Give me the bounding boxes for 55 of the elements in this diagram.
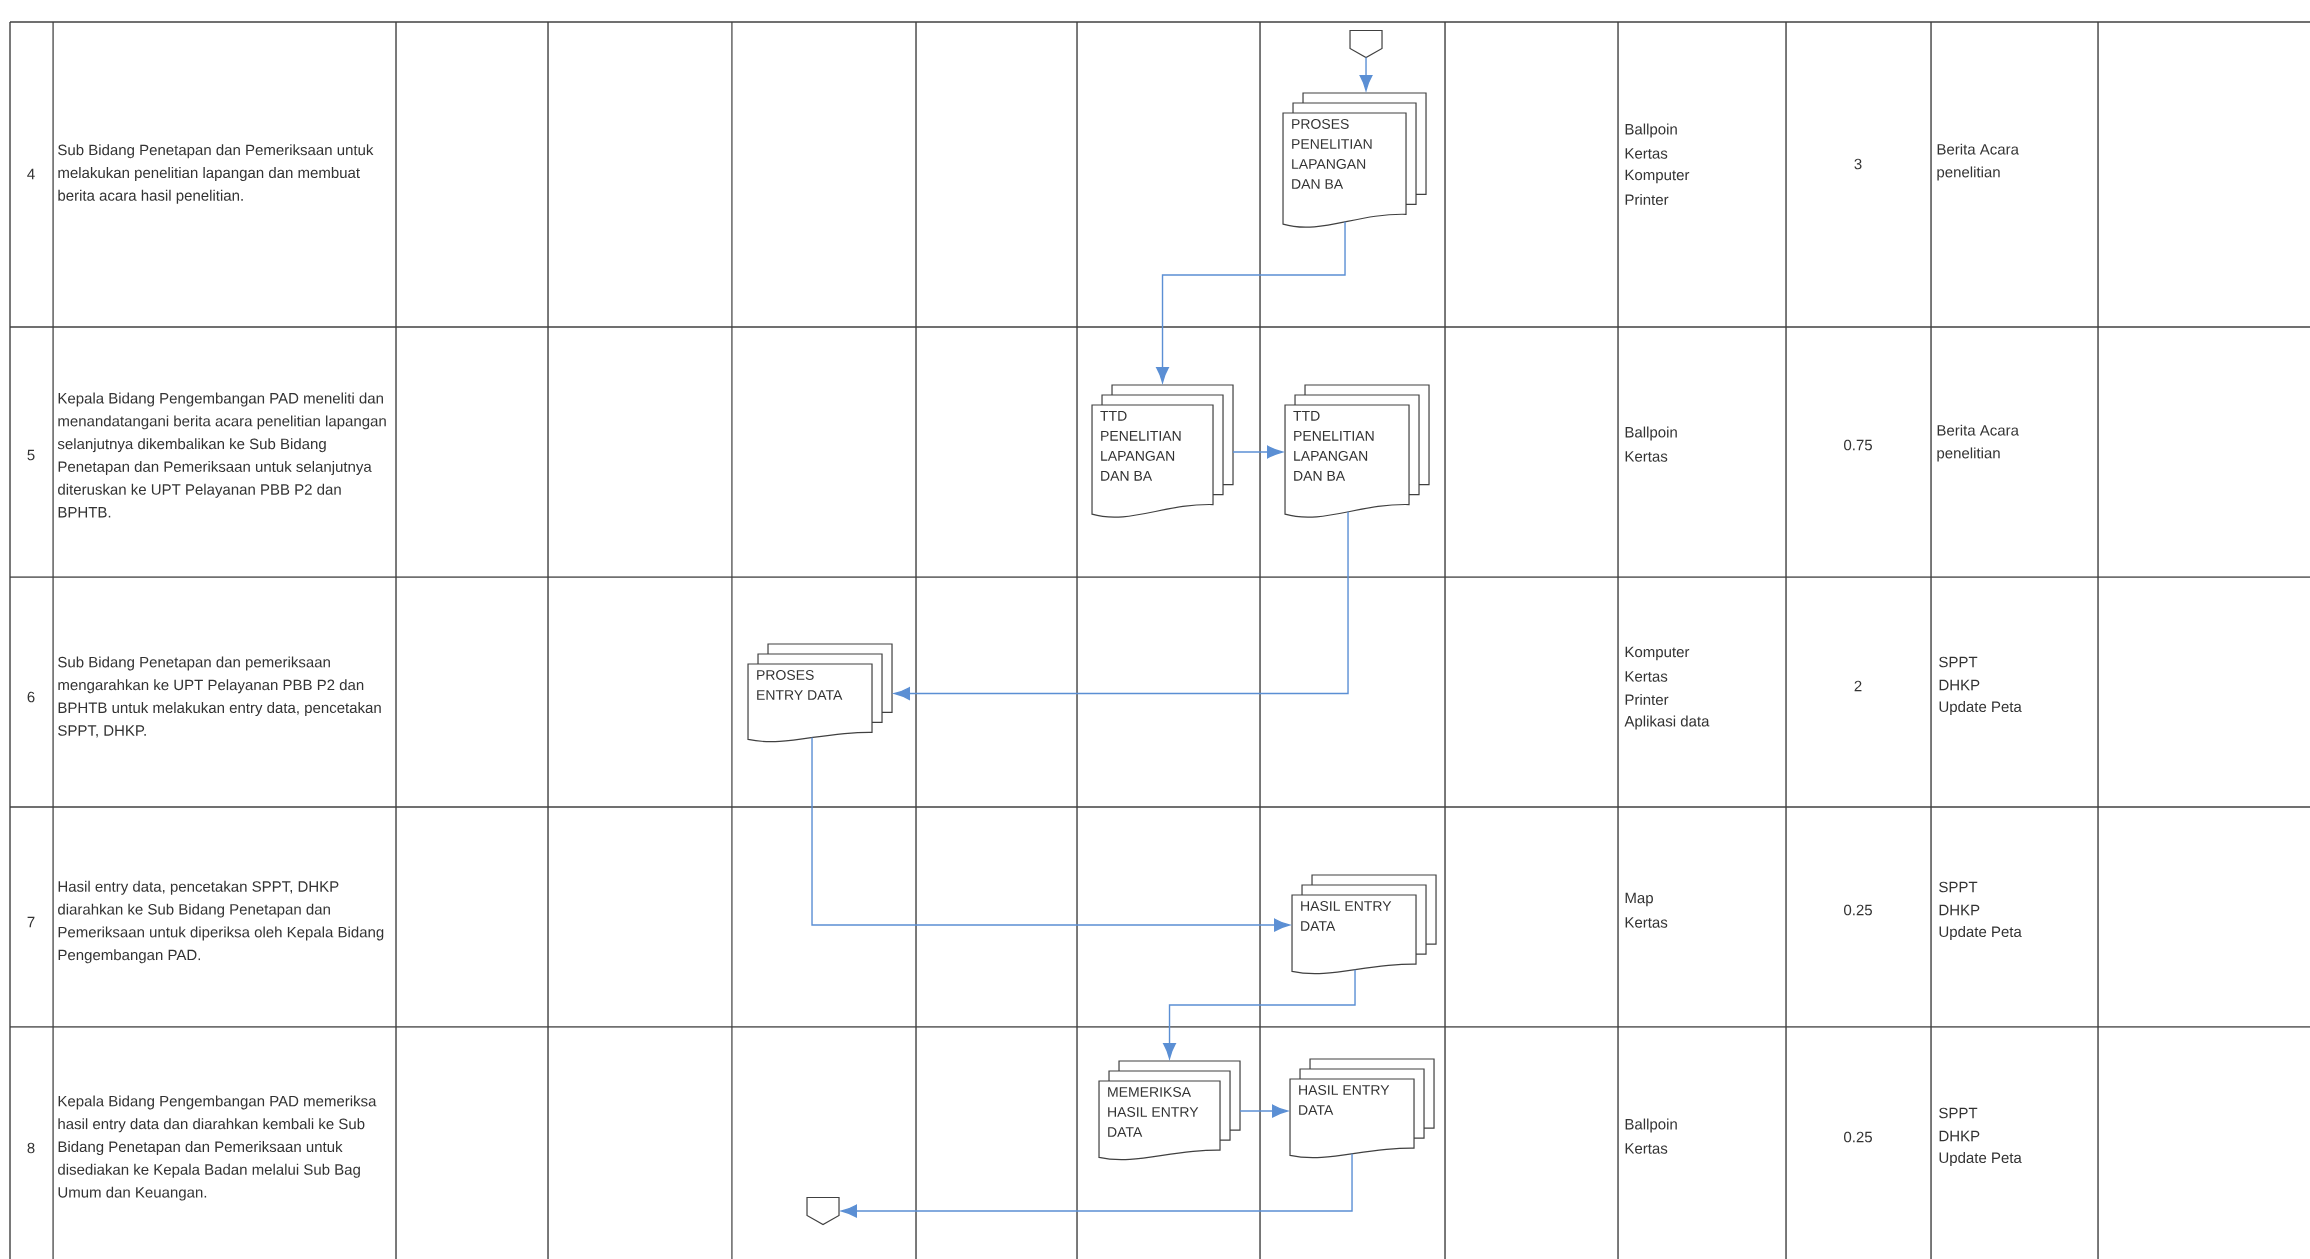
output-item: SPPT [1939, 881, 1978, 893]
material-item: Komputer [1625, 646, 1690, 661]
arrow [1232, 445, 1283, 459]
arrow [811, 736, 1290, 932]
step-description: Sub Bidang Penetapan dan pemeriksaan mengarahkan ke UPT Pelayanan PBB P2 dan BPHTB untuk melakukan entry data, pencetakan SPPT, DHKP. [58, 656, 381, 738]
duration-value: 2 [1854, 680, 1862, 692]
document-stack: HASIL ENTRY DATA [1291, 874, 1437, 975]
output-item: Berita Acara penelitian [1937, 143, 2019, 181]
duration-value: 3 [1854, 158, 1862, 170]
step-description: Hasil entry data, pencetakan SPPT, DHKP diarahkan ke Sub Bidang Penetapan dan Pemeriksaan untuk diperiksa oleh Kepala Bidang Pengembangan PAD. [58, 880, 384, 964]
arrow [1239, 1104, 1288, 1118]
document-stack: TTD PENELITIAN LAPANGAN DAN BA [1284, 384, 1430, 518]
arrow [894, 511, 1349, 700]
document-stack: PROSES PENELITIAN LAPANGAN DAN BA [1282, 92, 1427, 228]
output-item: Update Peta [1939, 701, 2022, 715]
material-item: Ballpoin [1625, 1118, 1677, 1133]
material-item: Komputer [1625, 169, 1690, 184]
material-item: Kertas [1625, 1143, 1668, 1154]
row-number: 5 [27, 449, 35, 461]
material-item: Kertas [1625, 671, 1668, 682]
row-number: 8 [27, 1142, 35, 1154]
duration-value: 0.25 [1844, 1131, 1872, 1143]
arrow [841, 1153, 1353, 1218]
arrow [1359, 56, 1373, 91]
row-number: 4 [27, 168, 35, 180]
output-item: DHKP [1939, 679, 1980, 691]
step-description: Kepala Bidang Pengembangan PAD meneliti dan menandatangani berita acara penelitian lapangan selanjutnya dikembalikan ke Sub Bidang Penetapan dan Pemeriksaan untuk selanjutnya diteruskan ke UPT Pelayanan PBB P2 dan BPHTB. [57, 392, 386, 518]
material-item: Ballpoin [1625, 123, 1677, 138]
output-item: DHKP [1939, 1130, 1980, 1142]
document-stack: TTD PENELITIAN LAPANGAN DAN BA [1091, 384, 1234, 518]
arrow [1156, 221, 1346, 383]
material-item: Printer [1625, 194, 1669, 205]
document-stack: HASIL ENTRY DATA [1289, 1058, 1435, 1159]
output-item: Update Peta [1939, 926, 2022, 940]
output-item: SPPT [1939, 1107, 1978, 1119]
step-description: Sub Bidang Penetapan dan Pemeriksaan untuk melakukan penelitian lapangan dan membuat berita acara hasil penelitian. [58, 144, 374, 204]
material-item: Aplikasi data [1624, 715, 1710, 730]
material-item: Kertas [1625, 451, 1668, 462]
output-item: SPPT [1939, 656, 1978, 668]
duration-value: 0.25 [1844, 904, 1872, 916]
material-item: Kertas [1625, 148, 1668, 159]
document-stack: PROSES ENTRY DATA [747, 643, 893, 743]
material-item: Ballpoin [1625, 426, 1677, 441]
step-description: Kepala Bidang Pengembangan PAD memeriksa hasil entry data dan diarahkan kembali ke Sub Bidang Penetapan dan Pemeriksaan untuk disediakan ke Kepala Badan melalui Sub Bag Umum dan Keuangan. [58, 1095, 377, 1201]
material-item: Kertas [1625, 917, 1668, 928]
material-item: Map [1625, 892, 1653, 907]
duration-value: 0.75 [1844, 439, 1872, 451]
output-item: Berita Acara penelitian [1937, 424, 2019, 462]
material-item: Printer [1625, 694, 1669, 706]
row-number: 6 [27, 691, 35, 703]
output-item: DHKP [1939, 904, 1980, 916]
output-item: Update Peta [1939, 1152, 2022, 1166]
arrow [1163, 968, 1356, 1059]
document-stack: MEMERIKSA HASIL ENTRY DATA [1098, 1060, 1241, 1161]
row-number: 7 [27, 916, 35, 928]
